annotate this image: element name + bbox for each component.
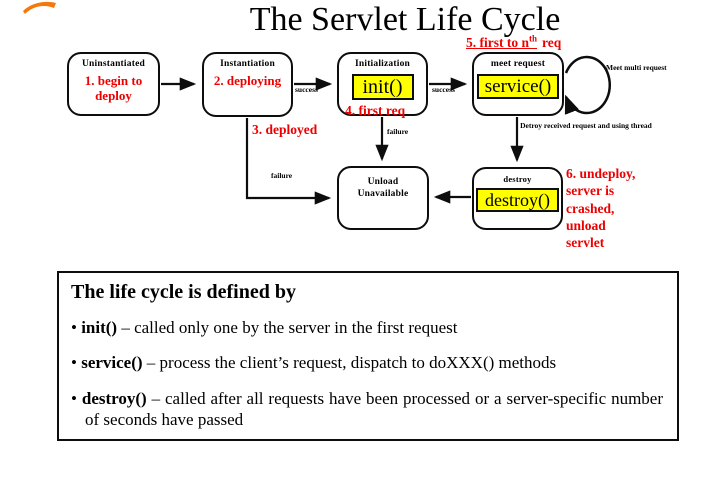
edge-label-failure-inst: failure <box>271 171 293 180</box>
step2-label: 2. deploying <box>213 72 282 88</box>
summary-box: The life cycle is defined by • init() – … <box>57 271 679 441</box>
edge-label-failure-init: failure <box>387 127 409 136</box>
state-uninstantiated: Uninstantiated 1. begin to deploy <box>67 52 160 116</box>
state-title: Instantiation <box>220 59 275 69</box>
bullet-marker: • <box>71 318 77 337</box>
bullet-code: init() <box>81 318 118 337</box>
step6-line: server is <box>566 183 615 199</box>
summary-heading: The life cycle is defined by <box>71 281 296 303</box>
service-method-chip: service() <box>476 73 560 100</box>
step6-line: unload <box>566 217 606 233</box>
edge-label-destroy-thread: Detroy received request and using thread <box>520 121 652 130</box>
bullet-destroy: • destroy() – called after all requests … <box>71 388 663 431</box>
step4-label: 4. first req <box>345 103 406 118</box>
bullet-text: – called after all requests have been pr… <box>85 388 663 429</box>
state-destroy: destroy destroy() <box>472 167 563 230</box>
destroy-method-chip: destroy() <box>476 187 559 212</box>
step6-line: 6. undeploy, <box>566 166 636 181</box>
step5-superscript: th <box>529 33 538 43</box>
step3-label: 3. deployed <box>252 122 318 137</box>
state-unload-unavailable: Unload Unavailable <box>337 166 429 230</box>
bullet-text: – called only one by the server in the f… <box>121 318 458 337</box>
init-method-chip: init() <box>351 73 414 101</box>
bullet-service: • service() – process the client’s reque… <box>71 352 663 373</box>
bullet-init: • init() – called only one by the server… <box>71 317 663 338</box>
page-title: The Servlet Life Cycle <box>249 1 561 38</box>
logo-swoosh-icon <box>22 0 58 20</box>
edge-label-success-2: success <box>432 85 455 94</box>
bullet-marker: • <box>71 388 77 408</box>
state-title: destroy <box>503 174 532 184</box>
state-title: Initialization <box>354 59 411 69</box>
state-title: Unload Unavailable <box>357 177 409 199</box>
state-instantiation: Instantiation 2. deploying <box>202 52 293 117</box>
bullet-text: – process the client’s request, dispatch… <box>146 353 557 373</box>
edge-label-meet-multi-request: Meet multi request <box>606 63 667 72</box>
state-title: meet request <box>490 59 546 69</box>
step6-line: crashed, <box>566 200 615 216</box>
state-title: Uninstantiated <box>82 59 145 69</box>
state-meet-request: meet request service() <box>472 52 564 116</box>
bullet-code: destroy() <box>81 388 147 408</box>
bullet-marker: • <box>71 353 77 373</box>
state-initialization: Initialization init() <box>337 52 428 116</box>
step5-req-text: req <box>542 34 562 50</box>
step6-label: 6. undeploy, server is crashed, unload s… <box>566 165 635 251</box>
step6-line: servlet <box>566 235 605 251</box>
step5-text: 5. first to n <box>466 34 529 50</box>
edge-label-success-1: success <box>295 85 318 94</box>
step1-label: 1. begin to deploy <box>84 72 143 103</box>
bullet-code: service() <box>81 353 143 373</box>
